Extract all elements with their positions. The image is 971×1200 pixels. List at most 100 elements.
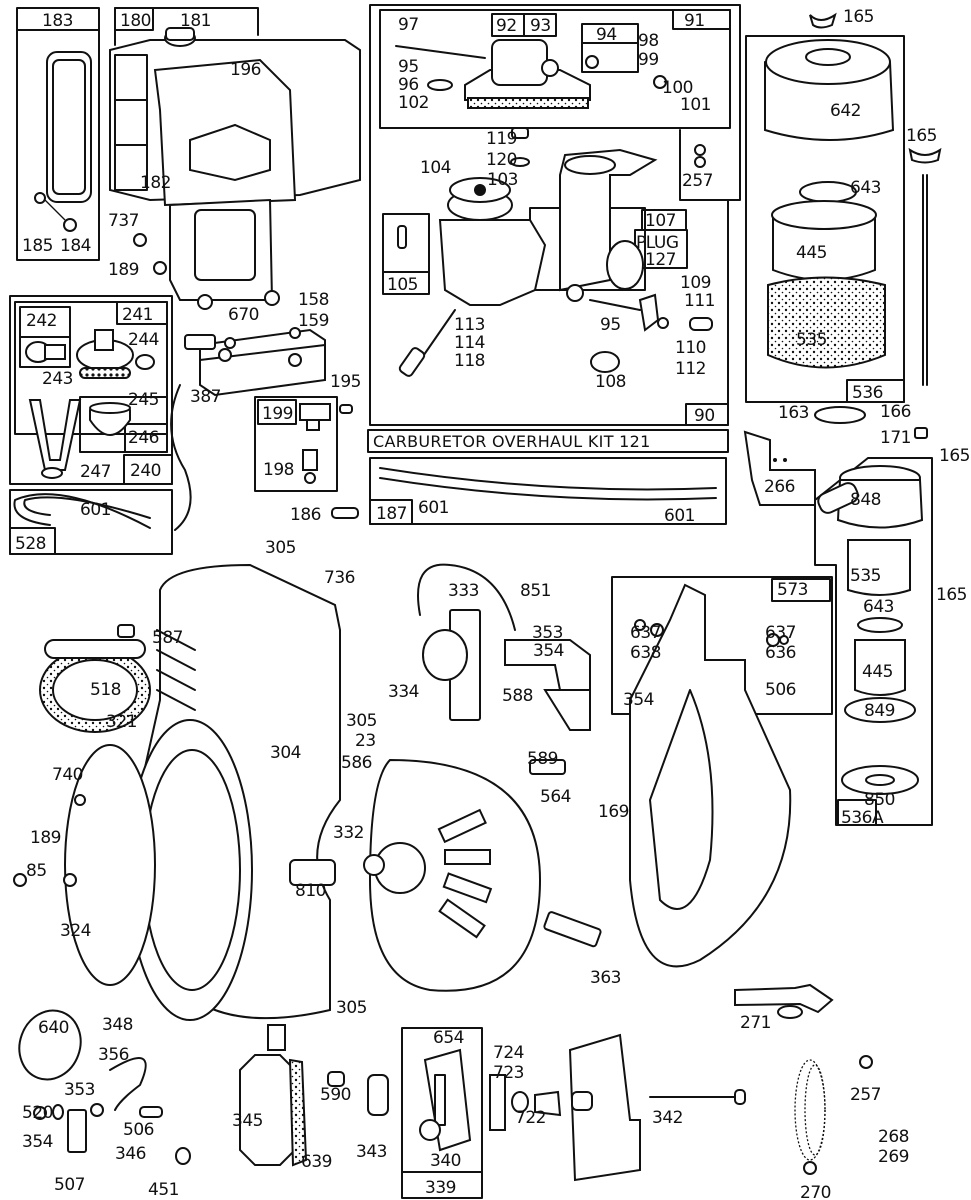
part-label: 321: [106, 712, 137, 732]
part-label: 849: [864, 701, 895, 721]
part-label: 180: [120, 11, 151, 31]
part-label: PLUG: [636, 233, 679, 253]
part-label: 353: [532, 623, 563, 643]
part-label: 637: [765, 623, 796, 643]
part-label: 163: [778, 403, 809, 423]
part-label: 245: [128, 390, 159, 410]
part-label: 590: [320, 1085, 351, 1105]
part-label: 354: [533, 641, 564, 661]
part-label: 165: [843, 7, 874, 27]
part-label: 445: [796, 243, 827, 263]
part-label: 589: [527, 749, 558, 769]
part-label: 639: [301, 1152, 332, 1172]
box-90: [369, 4, 741, 426]
part-label: 586: [341, 753, 372, 773]
part-label: 92: [496, 16, 517, 36]
part-label: 722: [515, 1108, 546, 1128]
part-label: 114: [454, 333, 485, 353]
part-label: 185: [22, 236, 53, 256]
part-label: 588: [502, 686, 533, 706]
air-cleaner-536: [764, 12, 942, 439]
part-label: 305: [265, 538, 296, 558]
part-label: 195: [330, 372, 361, 392]
backplate-573: [629, 583, 792, 968]
fuel-line-187: [379, 467, 717, 501]
part-label: 93: [530, 16, 551, 36]
blower-housing-304: [13, 563, 341, 1021]
part-label: 601: [664, 506, 695, 526]
part-label: 111: [684, 291, 715, 311]
part-label: 345: [232, 1111, 263, 1131]
part-label: 363: [590, 968, 621, 988]
part-label: 199: [262, 404, 293, 424]
part-label: 241: [122, 305, 153, 325]
part-label: 740: [52, 765, 83, 785]
governor-bracket-266: [743, 430, 816, 506]
governor-lever-271: [734, 983, 834, 1019]
part-label: 165: [936, 585, 967, 605]
part-label: 247: [80, 462, 111, 482]
part-label: 158: [298, 290, 329, 310]
fuel-tank-cap-filter: [34, 51, 92, 232]
part-label: 90: [694, 406, 715, 426]
stop-switch-345: [175, 1054, 389, 1167]
part-label: 528: [15, 534, 46, 554]
box-536: [745, 35, 905, 403]
fuel-tank: [109, 27, 361, 310]
part-label: 85: [26, 861, 47, 881]
box-199: [254, 396, 338, 492]
part-label: 95: [398, 57, 419, 77]
part-label: 324: [60, 921, 91, 941]
part-label: 573: [777, 580, 808, 600]
part-label: 105: [387, 275, 418, 295]
part-label: 304: [270, 743, 301, 763]
part-label: 640: [38, 1018, 69, 1038]
part-label: 96: [398, 75, 419, 95]
part-label: 104: [420, 158, 451, 178]
part-label: 169: [598, 802, 629, 822]
part-label: 506: [765, 680, 796, 700]
part-label: 354: [22, 1132, 53, 1152]
part-label: 266: [764, 477, 795, 497]
part-label: 670: [228, 305, 259, 325]
part-label: 851: [520, 581, 551, 601]
air-cleaner-536A: [817, 465, 924, 795]
ground-wire-640: [18, 1009, 286, 1153]
part-label: 165: [939, 446, 970, 466]
part-label: 507: [54, 1175, 85, 1195]
part-label: 112: [675, 359, 706, 379]
part-label: 94: [596, 25, 617, 45]
part-label: 184: [60, 236, 91, 256]
part-label: 305: [336, 998, 367, 1018]
part-label: 850: [864, 790, 895, 810]
part-label: 637: [630, 623, 661, 643]
part-label: 353: [64, 1080, 95, 1100]
part-label: 243: [42, 369, 73, 389]
part-label: 451: [148, 1180, 179, 1200]
overhaul-kit-banner: [367, 429, 729, 453]
box-180: [114, 7, 259, 46]
part-label: 189: [30, 828, 61, 848]
part-label: 186: [290, 505, 321, 525]
part-label: 270: [800, 1183, 831, 1200]
part-label: 100: [662, 78, 693, 98]
part-label: 182: [140, 173, 171, 193]
part-label: 520: [22, 1103, 53, 1123]
part-label: 354: [623, 690, 654, 710]
part-label: 97: [398, 15, 419, 35]
part-label: 737: [108, 211, 139, 231]
box-528: [9, 489, 173, 555]
part-label: 334: [388, 682, 419, 702]
part-label: 244: [128, 330, 159, 350]
control-bracket: [419, 1033, 746, 1182]
part-label: 189: [108, 260, 139, 280]
box-187: [369, 457, 727, 525]
part-label: 638: [630, 643, 661, 663]
part-label: 339: [425, 1178, 456, 1198]
carburetor-body: [397, 127, 713, 377]
flywheel: [363, 758, 542, 992]
part-label: 103: [487, 170, 518, 190]
overhaul-kit-label: CARBURETOR OVERHAUL KIT 121: [373, 432, 651, 451]
fuel-pump: [13, 329, 155, 529]
